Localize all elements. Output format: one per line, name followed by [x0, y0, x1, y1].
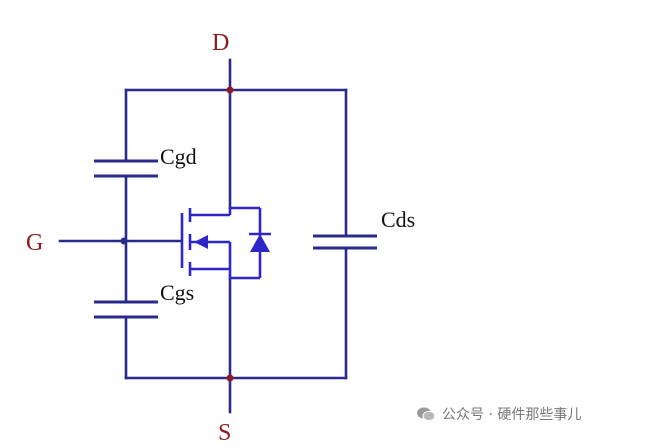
cgs-label: Cgs — [160, 280, 194, 305]
gate-junction — [120, 237, 128, 245]
drain-junction — [226, 86, 234, 94]
drain-label: D — [212, 30, 229, 56]
cds-capacitor — [313, 234, 377, 250]
cgd-label: Cgd — [160, 144, 197, 169]
cds-label: Cds — [381, 207, 415, 232]
cgs-capacitor — [94, 300, 158, 319]
mosfet-arrow — [194, 235, 208, 249]
circuit-wires — [58, 58, 348, 414]
body-diode-icon — [250, 234, 270, 252]
gate-label: G — [26, 230, 43, 256]
cgd-capacitor — [94, 159, 158, 178]
source-label: S — [218, 420, 231, 446]
watermark: 公众号 · 硬件那些事儿 — [416, 404, 581, 424]
source-junction — [226, 374, 234, 382]
watermark-text: 公众号 · 硬件那些事儿 — [442, 407, 582, 423]
mosfet-symbol — [180, 206, 271, 280]
wechat-icon — [417, 407, 436, 422]
